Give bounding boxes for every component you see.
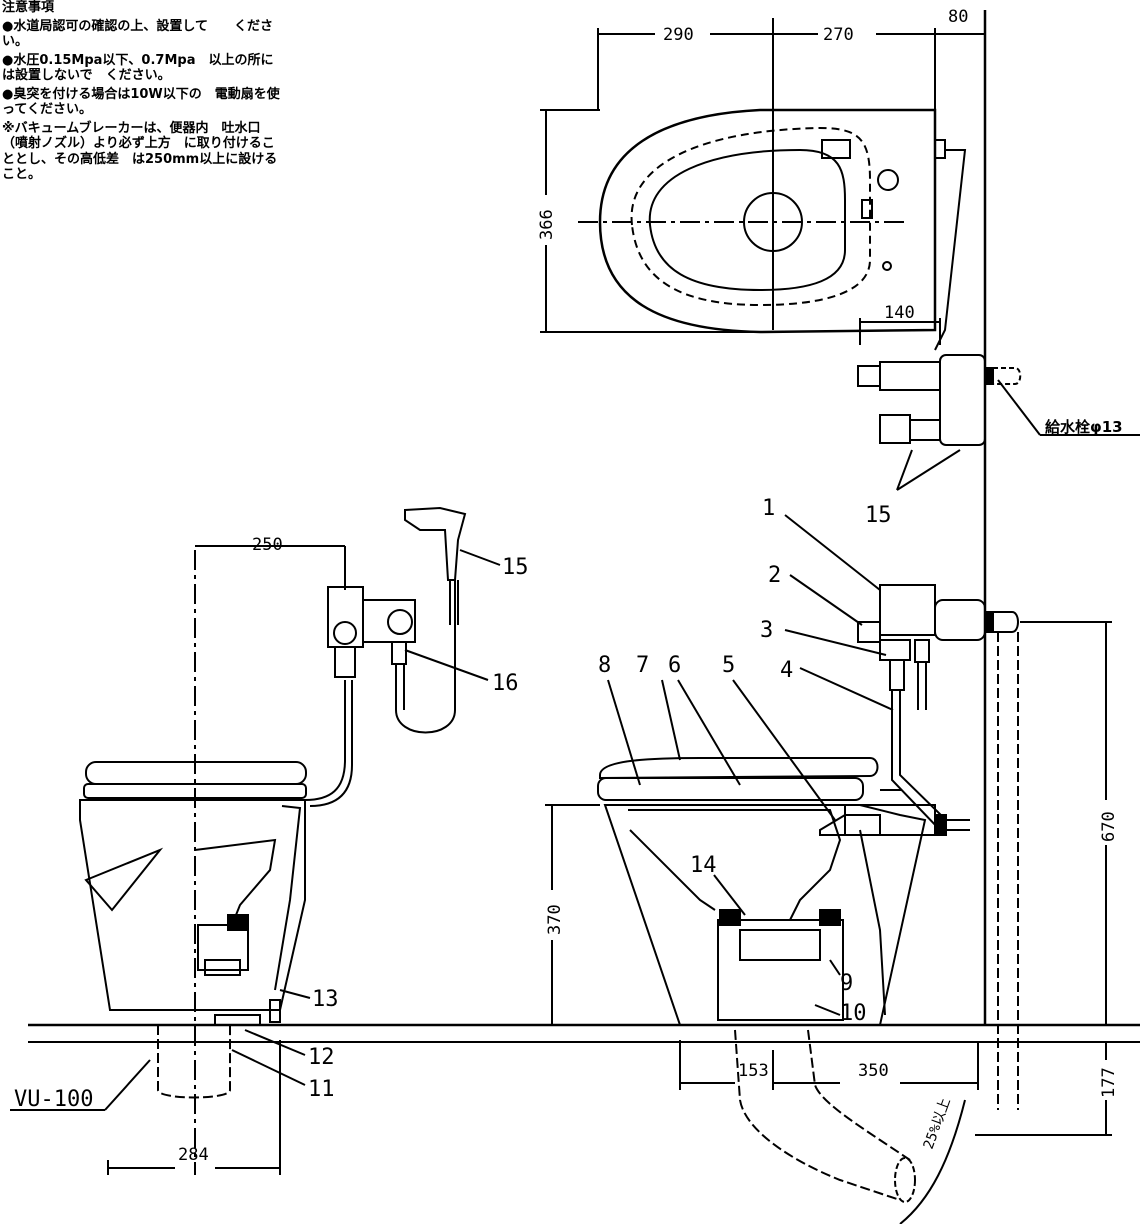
part-9: 9 [840, 971, 853, 996]
dim-140: 140 [884, 303, 915, 323]
part-2: 2 [768, 563, 781, 588]
part-5: 5 [722, 653, 735, 678]
part-15-left: 15 [502, 555, 529, 580]
note-item: ●水圧0.15Mpa以下、0.7Mpa 以上の所には設置しないで ください。 [2, 52, 274, 84]
dim-290: 290 [663, 25, 694, 45]
dim-slope: 25%以上 [921, 1096, 954, 1152]
part-7: 7 [636, 653, 649, 678]
part-16: 16 [492, 671, 519, 696]
dim-670: 670 [1099, 811, 1119, 842]
part-6: 6 [668, 653, 681, 678]
left-side-view [10, 506, 501, 1175]
part-3: 3 [760, 618, 773, 643]
part-11: 11 [308, 1077, 335, 1102]
supply-tap-label: 給水栓φ13 [1045, 418, 1123, 436]
dim-153: 153 [738, 1061, 769, 1081]
dim-80: 80 [948, 7, 968, 27]
dim-370: 370 [545, 904, 565, 935]
dimension-labels: 290 270 80 366 140 250 370 670 177 153 3… [178, 7, 1119, 1165]
note-item: ●水道局認可の確認の上、設置して ください。 [2, 18, 273, 50]
part-14: 14 [690, 853, 717, 878]
dim-366: 366 [537, 209, 557, 240]
notes-title: 注意事項 [2, 0, 55, 15]
part-12: 12 [308, 1045, 335, 1070]
caution-notes: 注意事項 ●水道局認可の確認の上、設置して ください。 ●水圧0.15Mpa以下… [2, 0, 282, 183]
part-labels: 給水栓φ13 VU-100 1 2 3 4 5 6 7 8 9 10 11 12… [14, 418, 1123, 1112]
part-15-top: 15 [865, 503, 892, 528]
part-10: 10 [840, 1001, 867, 1026]
pipe-label: VU-100 [14, 1087, 93, 1112]
right-side-view [545, 514, 1112, 1224]
note-item: ※バキュームブレーカーは、便器内 吐水口（噴射ノズル）より必ず上方 に取り付ける… [2, 120, 278, 183]
dim-350: 350 [858, 1061, 889, 1081]
dim-270: 270 [823, 25, 854, 45]
part-8: 8 [598, 653, 611, 678]
part-1: 1 [762, 496, 775, 521]
part-4: 4 [780, 658, 793, 683]
part-13: 13 [312, 987, 339, 1012]
note-item: ●臭突を付ける場合は10W以下の 電動扇を使ってください。 [2, 86, 280, 118]
dim-177: 177 [1099, 1067, 1119, 1098]
dim-284: 284 [178, 1145, 209, 1165]
dim-250: 250 [252, 535, 283, 555]
top-view [540, 10, 1140, 1025]
